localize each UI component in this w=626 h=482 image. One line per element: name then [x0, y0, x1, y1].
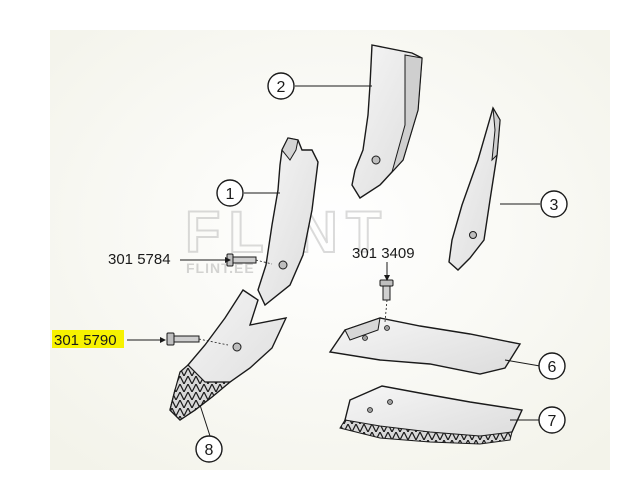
part-number-lower: 301 5790: [54, 332, 117, 349]
callout-7: 7: [538, 406, 566, 434]
part-1-shank: [257, 137, 319, 307]
arrow-upper: [225, 257, 231, 263]
part-8-point: [169, 289, 288, 421]
leader-lines: [127, 85, 541, 437]
arrow-lower: [160, 337, 166, 343]
callout-1-label: 1: [226, 186, 235, 203]
diagram-background: [50, 30, 610, 470]
callout-6: 6: [538, 352, 566, 380]
bolt-lower-icon: [166, 332, 229, 346]
part-7-serrated-share: [339, 385, 524, 445]
callout-2-label: 2: [277, 79, 286, 96]
part-6-share: [328, 317, 522, 375]
callout-8: 8: [195, 435, 223, 463]
part-number-upper: 301 5784: [108, 251, 171, 268]
part-2-shin-guard: [351, 44, 423, 199]
arrow-right: [384, 275, 390, 281]
watermark-sub: FLINT.EE: [186, 260, 255, 276]
bolt-right-icon: [379, 279, 394, 323]
callout-8-label: 8: [205, 442, 214, 459]
callout-6-label: 6: [548, 359, 557, 376]
callout-3: 3: [540, 190, 568, 218]
part-number-highlight: [52, 330, 124, 348]
callout-2: 2: [267, 72, 295, 100]
callout-7-label: 7: [548, 413, 557, 430]
part-number-right: 301 3409: [352, 245, 415, 262]
callout-3-label: 3: [550, 197, 559, 214]
callout-1: 1: [216, 179, 244, 207]
part-3-wing: [448, 106, 501, 271]
